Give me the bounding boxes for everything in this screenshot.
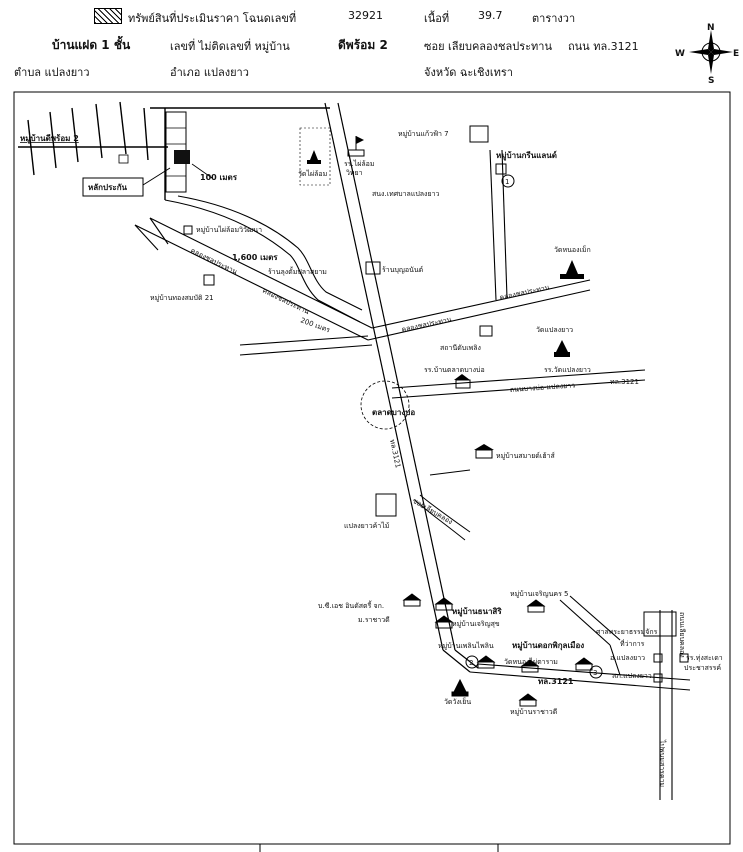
- area-value: 39.7: [478, 9, 503, 22]
- building-timber: [375, 493, 397, 517]
- label-wat-nong-phrai: วัดหนองไผ่ตาราม: [504, 657, 558, 666]
- label-village-phai-lom: หมู่บ้านไผ่ล้อมวิวัฒนา: [196, 225, 262, 234]
- label-village-thanasiri: หมู่บ้านธนาสิริ: [452, 606, 502, 617]
- circle-3-text: 3: [593, 669, 597, 677]
- circle-1-text: 1: [505, 178, 509, 186]
- label-district-office: ที่ว่าการ: [620, 639, 645, 648]
- village-name: ดีพร้อม 2: [338, 38, 388, 52]
- map-frame: [13, 91, 731, 845]
- label-school-bangbo: รร.บ้านตลาดบางบ่อ: [424, 366, 485, 374]
- label-canal-c: คลองชลประทาน: [401, 315, 453, 333]
- label-school-phai-lom: รร.ไผ่ล้อม: [344, 159, 374, 168]
- collateral-lot: [174, 150, 190, 164]
- label-dist-1600: 1,600 เมตร: [232, 253, 278, 262]
- label-village-charoenkit: หมู่บ้านเจริญนคร 5: [510, 590, 569, 598]
- road-3121: [469, 595, 691, 800]
- label-school-ratchada2: ประชาสรรค์: [684, 664, 721, 672]
- village-grid: [18, 101, 330, 200]
- temple-plaeng-icon: [554, 340, 570, 357]
- label-shop-lung: ร้านลุงตั้มปลาสยาม: [268, 265, 327, 276]
- label-ma-ratchada: ม.ราชาวดี: [358, 616, 390, 624]
- road-west: [239, 335, 373, 356]
- label-school-phai-lom2: วิทยา: [346, 169, 363, 177]
- label-municipal: สนง.เทศบาลแปลงยาว: [372, 190, 440, 198]
- label-canal-b: คลองชลประทาน: [261, 287, 310, 317]
- compass-e: E: [733, 49, 739, 59]
- road-bangbo: [391, 369, 646, 399]
- property-label: ทรัพย์สินที่ประเมินราคา โฉนดเลขที่: [128, 12, 297, 25]
- market-circle: [360, 380, 410, 430]
- circle-3-marker: [589, 665, 603, 679]
- label-wat-plaeng: วัดแปลงยาว: [536, 326, 573, 334]
- subdistrict: ตำบล แปลงยาว: [14, 66, 90, 79]
- area-unit: ตารางวา: [532, 12, 576, 25]
- label-road-km: ทล.3121: [610, 378, 639, 386]
- road-north-east: [489, 149, 508, 301]
- canal-road-east: [367, 279, 591, 341]
- label-wat-nong: วัดหนองเม็ก: [554, 245, 591, 254]
- label-hospital: ศาลพระยาธรรมจักร: [596, 628, 658, 636]
- label-timber: แปลงยาวค้าไม้: [344, 521, 389, 530]
- soi-name: ซอย เลียบคลองชลประทาน: [424, 40, 552, 53]
- label-village-samai: หมู่บ้านสมายด์เฮ้าส์: [496, 452, 555, 460]
- label-road-3121: ทล.3121: [538, 677, 574, 686]
- label-village-green: หมู่บ้านกรีนแลนด์: [496, 150, 557, 161]
- circle-1-marker: [501, 174, 515, 188]
- label-company: บ.ซี.เอช อินดัสตรี้ จก.: [318, 599, 384, 610]
- circle-2-text: 2: [469, 659, 473, 667]
- label-school-ratchada: รร.ทุ่งสะเดา: [686, 654, 723, 662]
- label-village-dok: หมู่บ้านดอกพิกุลเมือง: [512, 640, 584, 651]
- collateral-marker-box: [82, 177, 144, 197]
- label-police-plaeng: สภ.แปลงยาว: [612, 672, 652, 680]
- legend-swatch: [94, 8, 122, 24]
- label-road-right: ถนนเลียบคลอง: [678, 612, 686, 658]
- compass-s: S: [708, 76, 714, 86]
- label-district-office2: อ.แปลงยาว: [610, 654, 645, 662]
- label-village-kaefa: หมู่บ้านแก้วฟ้า 7: [398, 130, 449, 138]
- label-village-deeprom: หมู่บ้านดีพร้อม 2: [20, 133, 79, 144]
- label-village-charoensuk: หมู่บ้านเจริญสุข: [452, 620, 500, 628]
- label-road-south: ไปพนมสารคาม: [658, 739, 667, 787]
- building-shop-boon: [365, 261, 381, 275]
- circle-2-marker: [465, 655, 479, 669]
- label-dist-100: 100 เมตร: [200, 173, 238, 182]
- temple-icon: [307, 150, 321, 164]
- label-village-thong: หมู่บ้านทองสมบัติ 21: [150, 294, 214, 302]
- house-number: เลขที่ ไม่ติดเลขที่ หมู่บ้าน: [170, 40, 290, 53]
- label-wat-phai-lom: วัดไผ่ล้อม: [298, 169, 327, 178]
- compass-n: N: [707, 23, 715, 33]
- label-hwy-ref: ทล.3121: [388, 439, 402, 469]
- label-collateral: หลักประกัน: [88, 183, 128, 192]
- label-road-bangbo: ถนนบางบ่อ-แปลงยาว: [510, 381, 576, 394]
- school-bangbo-icon: [454, 374, 471, 389]
- area-label: เนื้อที่: [424, 12, 450, 25]
- canal-road: [134, 217, 373, 341]
- label-village-rachawadi: หมู่บ้านราชาวดี: [510, 708, 557, 716]
- compass-rose-icon: N S W E: [675, 23, 739, 86]
- school-flag-icon: [347, 136, 365, 157]
- label-shop-boon: ร้านบุญอนันต์: [382, 266, 424, 274]
- house-samai-icon: [474, 444, 494, 459]
- main-highway: [324, 102, 479, 673]
- temple-nong-icon: [560, 260, 584, 279]
- district: อำเภอ แปลงยาว: [170, 66, 249, 79]
- label-road-side: ซอยเลียบคลอง: [411, 497, 454, 526]
- label-wat-wang-yen: วัดวังเย็น: [444, 697, 471, 706]
- deed-number: 32921: [348, 9, 383, 22]
- district-office-building: [643, 611, 677, 637]
- building-kaefa: [469, 125, 489, 143]
- province: จังหวัด ฉะเชิงเทรา: [424, 66, 513, 79]
- compass-w: W: [675, 49, 685, 59]
- label-school-plaeng: รร.วัดแปลงยาว: [544, 366, 591, 374]
- road-name: ถนน ทล.3121: [568, 40, 639, 53]
- secondary-road: [164, 195, 363, 323]
- building-type: บ้านแฝด 1 ชั้น: [52, 38, 131, 52]
- label-village-phet: หมู่บ้านเพลินไพลิน: [438, 641, 494, 650]
- label-market: ตลาดบางบ่อ: [372, 408, 415, 417]
- label-fire-station: สถานีดับเพลิง: [440, 344, 481, 352]
